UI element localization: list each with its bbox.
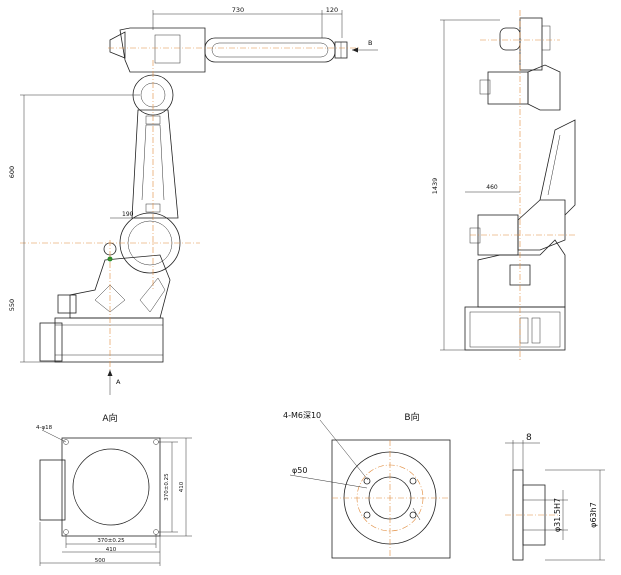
dim-phi50: φ50 [292, 466, 307, 475]
front-lower-arm [539, 119, 576, 216]
base-left-block [39, 322, 63, 362]
view-a-bore [72, 448, 150, 526]
front-elbow [527, 64, 561, 111]
dim-410-vertical: 410 [179, 481, 185, 492]
dim-8: 8 [526, 433, 532, 443]
view-a-title: A向 [102, 412, 117, 424]
dim-410-horizontal: 410 [106, 547, 117, 553]
view-b: B向 4-M6深10 φ50 [283, 411, 451, 559]
section-view: 8 φ31.5H7 φ63h7 [505, 433, 605, 561]
section-boss [522, 484, 546, 546]
upper-arm-housing [119, 27, 206, 73]
motor-box [57, 294, 77, 314]
front-base [464, 306, 566, 351]
forearm-tube [204, 37, 336, 63]
dim-550: 550 [8, 299, 16, 311]
dim-500: 500 [95, 558, 106, 564]
dim-phi31-5: φ31.5H7 [553, 498, 562, 532]
dim-1439: 1439 [431, 178, 439, 195]
dim-phi63: φ63h7 [589, 502, 598, 528]
view-a-side-block [39, 459, 66, 521]
arrow-a-label: A [116, 378, 121, 386]
base-pedestal [54, 317, 164, 363]
bolt-hole-2 [409, 477, 417, 485]
dim-460: 460 [486, 184, 498, 191]
dim-190: 190 [122, 211, 134, 218]
dim-730: 730 [232, 6, 244, 14]
front-view: 1439 460 [431, 10, 576, 360]
view-b-flange [331, 439, 451, 559]
dim-4-m6: 4-M6深10 [283, 411, 321, 420]
lower-arm [131, 109, 179, 219]
front-elbow-box [487, 71, 529, 105]
arrow-b-label: B [368, 39, 372, 47]
front-upper-housing [519, 17, 543, 71]
view-a-plate [61, 437, 161, 537]
front-housing [477, 239, 566, 308]
dim-600: 600 [8, 166, 16, 178]
bolt-hole-1 [363, 477, 371, 485]
dim-370-horizontal: 370±0.25 [97, 538, 125, 544]
view-a: A向 4-φ18 370±0.25 410 370±0.25 410 500 [36, 412, 192, 566]
dim-4-phi18: 4-φ18 [36, 425, 53, 431]
front-shoulder [517, 199, 566, 251]
side-view: 730 120 B 600 550 190 A [8, 6, 378, 395]
bolt-hole-3 [363, 511, 371, 519]
base-housing [69, 254, 171, 319]
bolt-hole-4 [409, 511, 417, 519]
front-wrist [499, 27, 521, 51]
view-b-title: B向 [404, 411, 419, 423]
dim-370-vertical: 370±0.25 [164, 473, 170, 501]
dim-120: 120 [326, 6, 338, 14]
